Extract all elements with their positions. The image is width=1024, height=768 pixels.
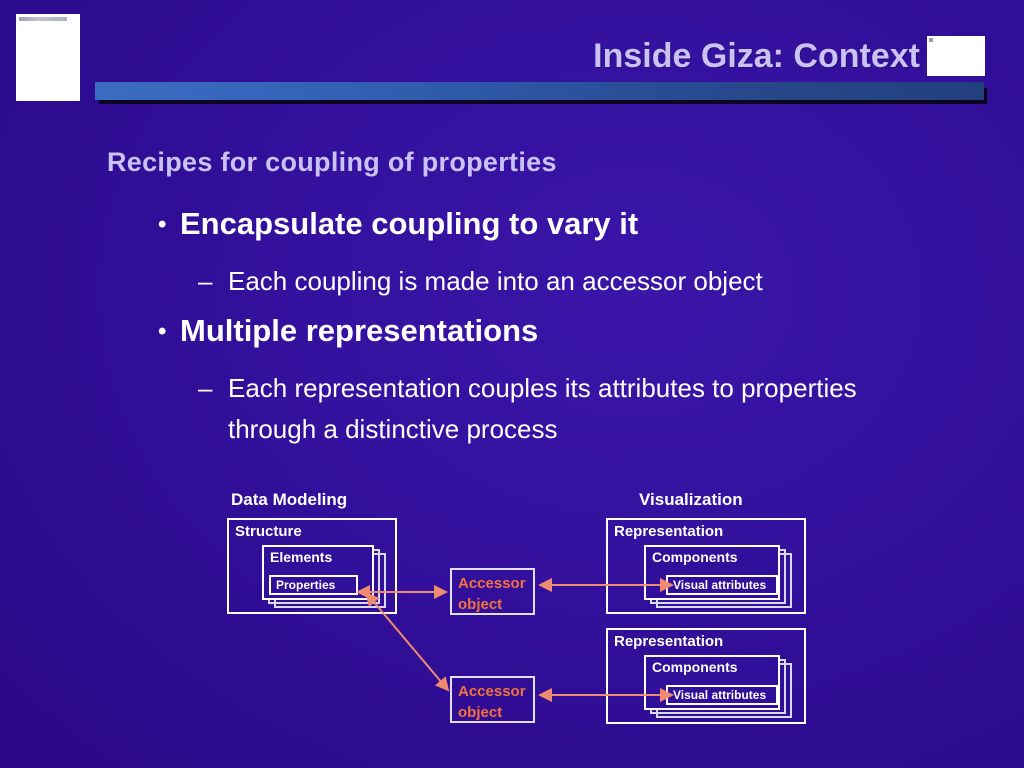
box-visual-attributes-2: Visual attributes [666,685,778,705]
page-title: Inside Giza: Context [593,37,920,75]
logo-thumbnail-line [19,17,67,21]
box-representation-1-title: Representation [614,523,724,540]
box-representation-2: Representation [606,628,806,724]
box-visual-attributes-1: Visual attributes [666,575,778,595]
diagram-column-label-left: Data Modeling [231,490,348,509]
box-visual-attributes-1-title: Visual attributes [673,578,767,592]
logo-corner-mark [929,38,933,42]
box-elements-title: Elements [270,549,333,565]
sub-bullet-marker: – [198,266,213,296]
box-structure: Structure [227,518,397,614]
bullet-marker: • [158,211,167,238]
box-components-1-title: Components [652,549,738,565]
header-accent-bar [95,82,984,100]
arrow-elements-to-accessor-2 [365,591,450,692]
bullet-item-2: • Multiple representations [158,313,538,349]
header-logo-right [927,36,985,76]
box-representation-1: Representation [606,518,806,614]
sub-bullet-item-2: –Each representation couples its attribu… [198,368,918,450]
sub-bullet-item-1: –Each coupling is made into an accessor … [198,261,988,302]
bullet-text: Encapsulate coupling to vary it [180,206,639,241]
box-components-2-title: Components [652,659,738,675]
sub-bullet-marker: – [198,373,213,403]
section-heading: Recipes for coupling of properties [107,147,557,177]
box-representation-2-title: Representation [614,633,724,650]
box-properties-title: Properties [276,578,336,592]
bullet-text: Multiple representations [180,313,539,348]
bullet-marker: • [158,318,167,345]
box-structure-title: Structure [235,523,302,540]
box-properties: Properties [269,575,358,595]
bullet-item-1: • Encapsulate coupling to vary it [158,206,638,242]
sub-bullet-text: Each representation couples its attribut… [228,373,857,444]
box-visual-attributes-2-title: Visual attributes [673,688,767,702]
diagram-column-label-right: Visualization [639,490,743,509]
header-logo-left [16,14,80,101]
sub-bullet-text: Each coupling is made into an accessor o… [228,266,763,296]
